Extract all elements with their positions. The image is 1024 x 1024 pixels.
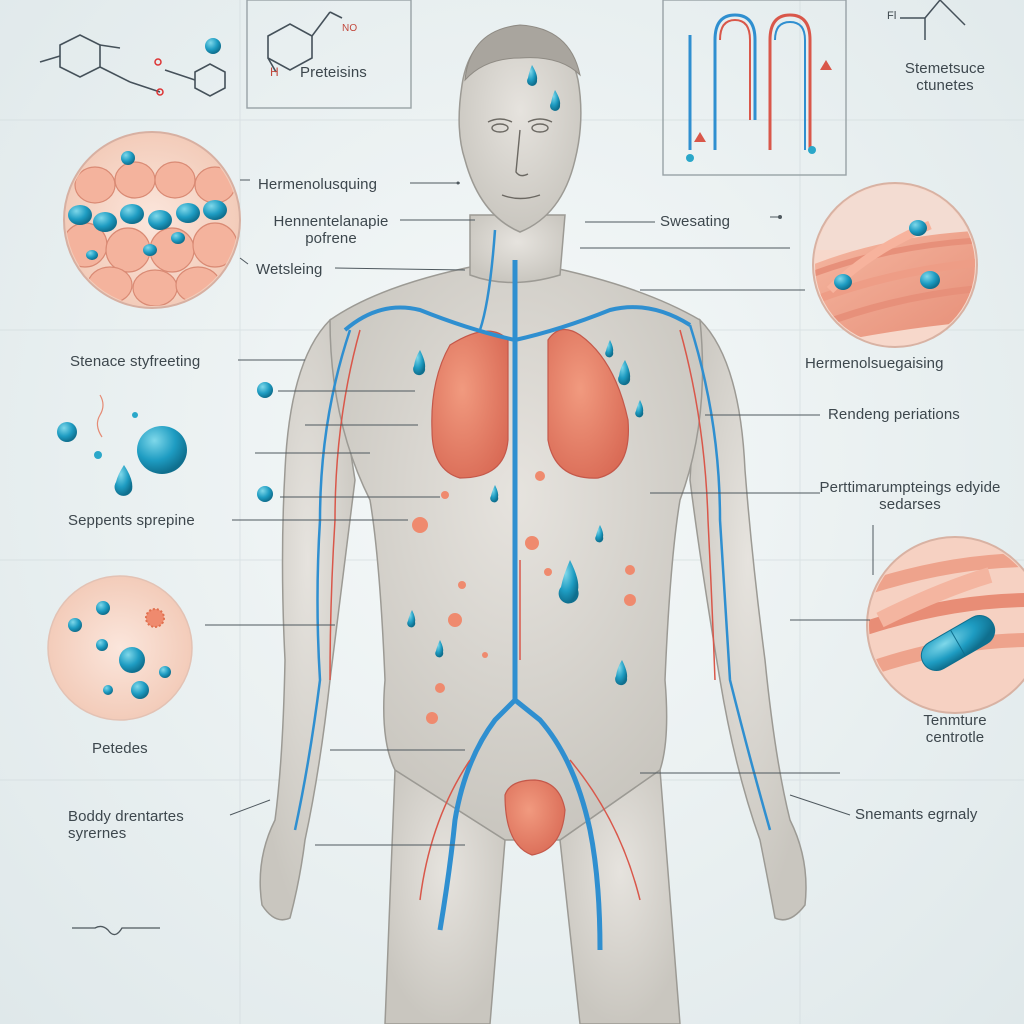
label-right-2: Hermenolsuegaising <box>805 355 944 372</box>
droplet-icon <box>57 382 273 502</box>
molecule-icon <box>39 34 226 97</box>
atom-ball-icon <box>205 38 221 54</box>
blood-vessels <box>293 229 772 951</box>
label-left-7: Boddy drentartes syrernes <box>68 808 184 842</box>
leader-lines <box>205 179 874 846</box>
chem-fl-label: Fl <box>887 10 897 22</box>
proteins-label: Preteisins <box>300 64 367 81</box>
label-left-1: Hermenolusquing <box>258 176 378 193</box>
molecule-icon <box>267 11 343 73</box>
label-left-3: Wetsleing <box>256 261 323 278</box>
sweat-drop-icon <box>407 340 644 686</box>
label-left-4: Stenace styfreeting <box>70 353 201 370</box>
u-tube-icon <box>688 13 812 150</box>
label-right-1: Swesating <box>660 213 731 230</box>
label-left-2: Hennentelanapie pofrene <box>273 213 389 247</box>
capsule-icon <box>920 615 996 671</box>
molecule-icon <box>900 0 966 40</box>
label-right-4: Perttimarumpteings edyide sedarses <box>819 479 1001 513</box>
particles-magnified-circle <box>47 575 193 721</box>
scribble-mark <box>72 925 160 936</box>
u-tube-panel-box <box>662 0 847 176</box>
chem-no-label: NO <box>342 23 358 34</box>
label-right-6: Snemants egrnaly <box>855 806 978 823</box>
label-left-5: Seppents sprepine <box>68 512 195 529</box>
label-right-3: Rendeng periations <box>828 406 960 423</box>
capsule-magnified-circle <box>866 536 1024 714</box>
lungs <box>431 329 630 479</box>
red-spot-marks <box>412 471 636 724</box>
chem-h-label: H <box>270 65 279 79</box>
cell-magnified-circle <box>63 131 241 309</box>
sweat-drop-icon <box>527 65 561 111</box>
chem-right-label: Stemetsuce ctunetes <box>904 60 986 94</box>
chem-panel-box <box>246 0 412 109</box>
label-right-5: Tenmture centrotle <box>923 712 987 746</box>
label-left-6: Petedes <box>92 740 148 757</box>
muscle-magnified-circle <box>812 182 978 348</box>
organ-bladder <box>504 779 566 856</box>
